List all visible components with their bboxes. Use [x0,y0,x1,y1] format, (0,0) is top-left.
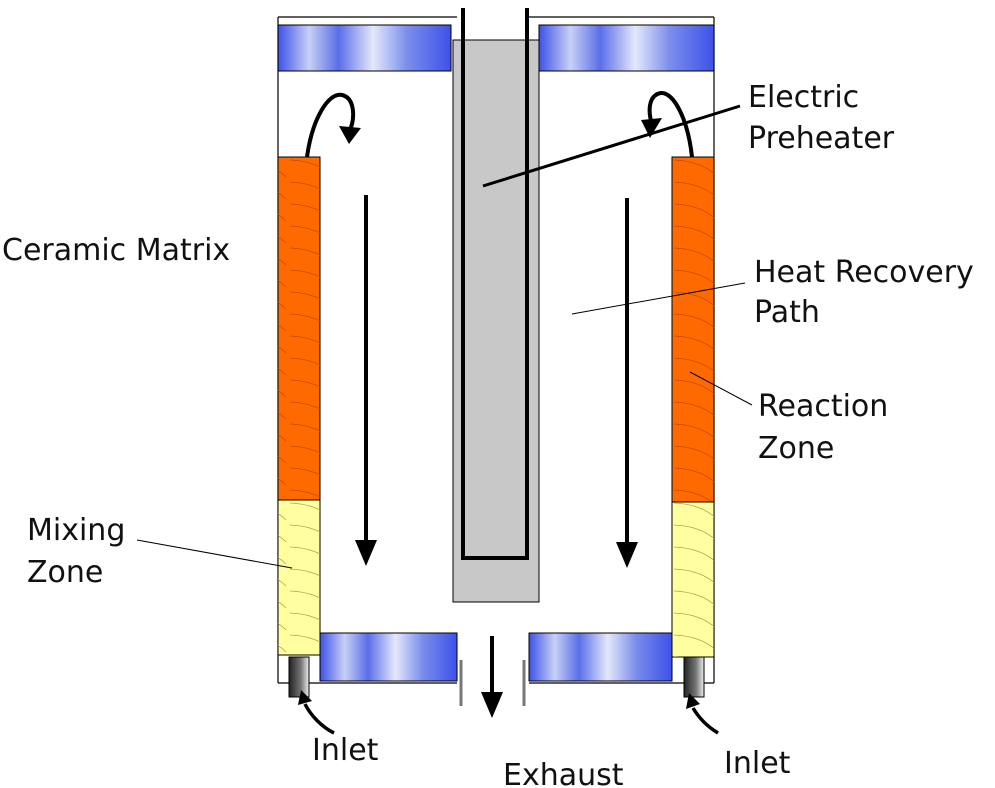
top-right-insulation [538,24,715,72]
flow-arrow-right-down [616,198,638,568]
leader-heat-recovery-path [571,282,746,315]
exhaust-arrow [481,636,503,718]
label-heat-recovery: Heat Recovery [754,255,974,290]
bottom-left-insulation [319,632,458,682]
left-ceramic-column [277,156,321,656]
label-inlet-left: Inlet [312,733,379,768]
label-inlet-right: Inlet [724,746,791,781]
label-path: Path [754,295,820,330]
label-reaction-zone: Zone [758,431,834,466]
label-mixing-zone: Zone [27,555,103,590]
bottom-right-insulation [528,632,673,682]
right-ceramic-column [671,156,715,658]
label-electric: Electric [748,80,859,115]
label-preheater: Preheater [748,121,895,156]
turn-arrow-right [641,91,694,158]
turn-arrow-left [305,92,361,158]
inlet-arrow-left [298,690,335,735]
leader-mixing-zone [136,539,293,569]
left-inlet-nozzle [288,656,310,698]
inlet-arrow-right [686,693,719,735]
label-mixing: Mixing [27,513,125,548]
label-exhaust: Exhaust [503,758,624,788]
electric-preheater [452,8,540,603]
leader-reaction-zone [689,371,753,406]
label-reaction: Reaction [758,389,888,424]
right-inlet-nozzle [683,656,705,698]
top-left-insulation [277,24,452,72]
leader-electric-preheater [482,104,741,188]
flow-arrow-left-down [355,195,377,566]
label-ceramic-matrix: Ceramic Matrix [2,233,230,268]
